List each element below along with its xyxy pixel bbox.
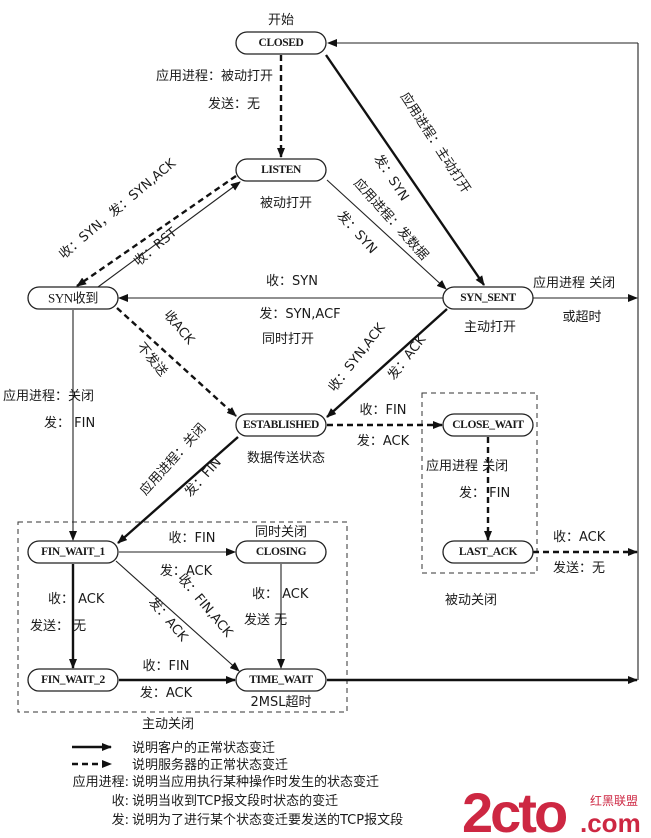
active-close-box <box>17 521 348 713</box>
label-fw1-closing-recv: 收：FIN <box>168 531 215 546</box>
legend-app-desc: 说明当应用执行某种操作时发生的状态变迁 <box>132 774 379 790</box>
state-label: LISTEN <box>261 164 302 176</box>
label-est-closewait-send: 发：ACK <box>357 433 410 449</box>
label-listen-synsent-send: 发：SYN <box>334 208 381 257</box>
label-fw1-fw2-send: 发送： 无 <box>30 618 86 634</box>
label-closewait-lastack-send: 发： FIN <box>459 485 510 501</box>
state-label: CLOSE_WAIT <box>452 419 524 431</box>
note-closing: 同时关闭 <box>255 525 307 540</box>
label-closing-timewait-recv: 收： ACK <box>252 587 309 602</box>
state-label: ESTABLISHED <box>243 419 319 431</box>
watermark-logo-text: 2cto <box>462 781 567 838</box>
state-last-ack: LAST_ACK <box>442 540 534 564</box>
label-closewait-lastack-app: 应用进程 关闭 <box>426 458 508 474</box>
legend-solid-text: 说明客户的正常状态变迁 <box>132 740 275 756</box>
legend-recv-key: 收: <box>112 794 129 809</box>
label-synrcvd-est-send: 不发送 <box>133 339 170 379</box>
edge-synrcvd-established <box>116 307 237 417</box>
state-syn-rcvd: SYN收到 <box>27 286 119 310</box>
state-label: FIN_WAIT_1 <box>41 546 105 558</box>
label-synsent-synrcvd-send: 发：SYN,ACF <box>259 306 340 322</box>
state-closed: CLOSED <box>235 31 327 55</box>
legend-dashed-text: 说明服务器的正常状态变迁 <box>132 757 288 773</box>
label-synsent-synrcvd-recv: 收：SYN <box>266 274 318 289</box>
state-time-wait: TIME_WAIT <box>235 668 327 692</box>
label-synsent-est-recv: 收：SYN,ACK <box>326 320 389 394</box>
note-passive-close: 被动关闭 <box>445 593 497 608</box>
note-syn-sent: 主动打开 <box>464 320 516 335</box>
watermark-tagline: 红黑联盟 <box>590 793 638 808</box>
note-established: 数据传送状态 <box>247 451 325 466</box>
edge-finwait1-timewait <box>115 560 240 672</box>
label-simultaneous-open: 同时打开 <box>262 332 314 347</box>
state-listen: LISTEN <box>235 158 327 182</box>
state-closing: CLOSING <box>235 540 327 564</box>
edge-synrcvd-listen <box>97 181 241 288</box>
edge-listen-synrcvd <box>76 175 237 287</box>
legend-send-key: 发: <box>112 812 129 828</box>
label-fw2-timewait-recv: 收：FIN <box>142 659 189 674</box>
state-close-wait: CLOSE_WAIT <box>442 413 534 437</box>
watermark-domain: .com <box>580 808 641 838</box>
label-synrcvd-fw1-app: 应用进程：关闭 <box>3 388 94 404</box>
label-lastack-closed-send: 发送：无 <box>553 560 605 576</box>
label-closed-synsent-app: 应用进程：主动打开 <box>397 89 474 196</box>
state-label: CLOSED <box>259 37 304 49</box>
label-fw2-timewait-send: 发：ACK <box>140 685 193 701</box>
legend-send-desc: 说明为了进行某个状态变迁要发送的TCP报文段 <box>132 812 403 828</box>
label-fw1-timewait-send: 发：ACK <box>145 594 191 645</box>
label-closed-listen-app: 应用进程：被动打开 <box>156 68 273 84</box>
edge-synsent-established <box>326 308 448 418</box>
label-lastack-closed-recv: 收：ACK <box>553 530 606 545</box>
label-synrcvd-fw1-send: 发： FIN <box>44 415 95 431</box>
note-active-close: 主动关闭 <box>142 717 194 732</box>
label-fw1-closing-send: 发：ACK <box>160 563 213 579</box>
state-fin-wait-2: FIN_WAIT_2 <box>27 668 119 692</box>
label-fw1-fw2-recv: 收： ACK <box>48 592 105 607</box>
edge-established-finwait1 <box>117 436 239 544</box>
start-label: 开始 <box>268 13 294 28</box>
label-closed-listen-send: 发送：无 <box>208 96 260 112</box>
state-label: SYN收到 <box>48 291 98 306</box>
label-synsent-closed-app: 应用进程 关闭 <box>533 275 615 291</box>
watermark-logo: 2cto .com 红黑联盟 <box>462 781 641 838</box>
note-listen: 被动打开 <box>260 196 312 211</box>
edge-closed-synsent <box>325 54 485 286</box>
legend: 说明客户的正常状态变迁 说明服务器的正常状态变迁 应用进程: 说明当应用执行某种… <box>72 740 403 828</box>
label-est-closewait-recv: 收：FIN <box>359 403 406 418</box>
label-synsent-est-send: 发：ACK <box>384 332 429 383</box>
state-label: TIME_WAIT <box>249 674 313 686</box>
label-synrcvd-est-recv: 收ACK <box>160 308 197 348</box>
state-fin-wait-1: FIN_WAIT_1 <box>27 540 119 564</box>
state-label: FIN_WAIT_2 <box>41 674 105 686</box>
label-synrcvd-listen: 收：RST <box>131 225 180 269</box>
label-synsent-closed-timeout: 或超时 <box>562 310 601 325</box>
state-syn-sent: SYN_SENT <box>442 286 534 310</box>
legend-recv-desc: 说明当收到TCP报文段时状态的变迁 <box>132 793 338 809</box>
state-established: ESTABLISHED <box>235 413 327 437</box>
state-label: SYN_SENT <box>460 292 516 304</box>
state-label: CLOSING <box>256 546 307 558</box>
state-label: LAST_ACK <box>459 546 518 558</box>
label-est-fw1-send: 发：FIN <box>181 454 224 500</box>
passive-close-box <box>421 392 538 574</box>
edge-listen-synsent <box>326 179 447 290</box>
legend-app-key: 应用进程: <box>73 774 129 790</box>
label-closing-timewait-send: 发送 无 <box>244 612 287 628</box>
note-time-wait: 2MSL超时 <box>251 695 312 710</box>
